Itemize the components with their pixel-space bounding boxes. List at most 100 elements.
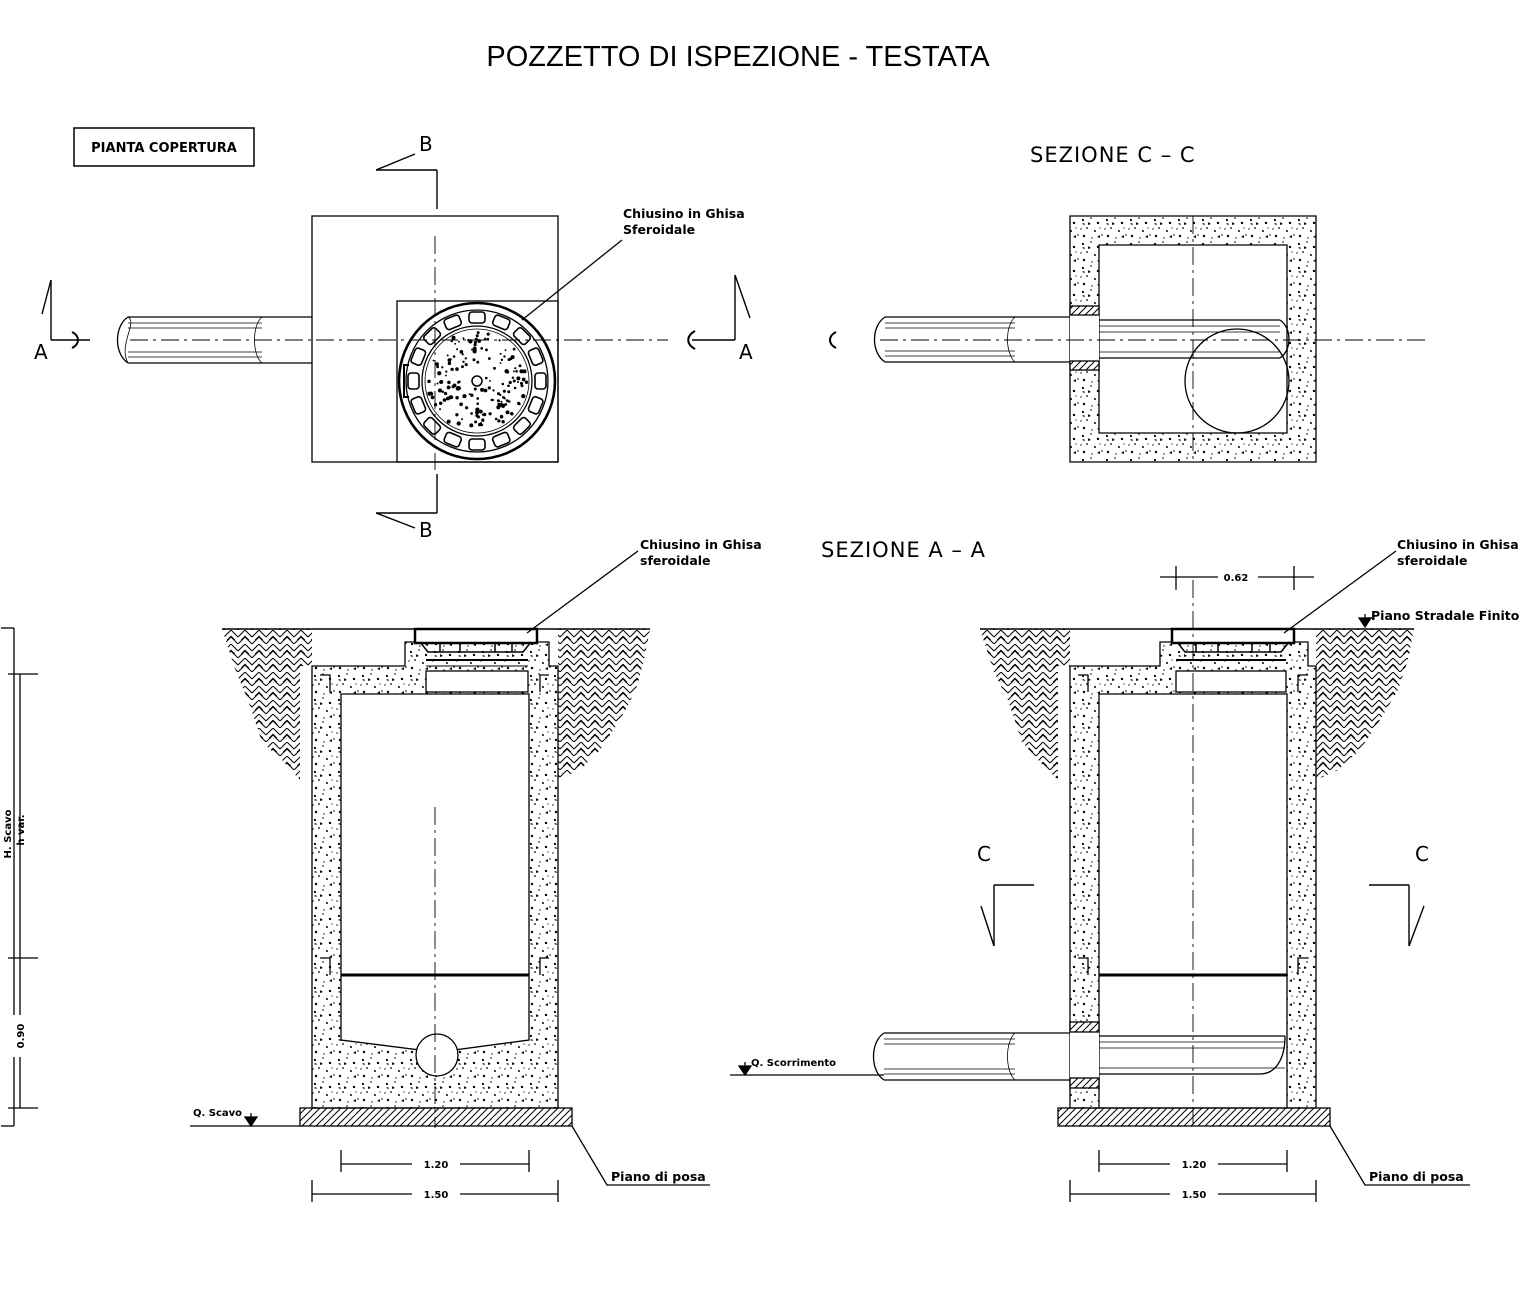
cover-texture-dot (433, 403, 438, 407)
drawing-title: POZZETTO DI ISPEZIONE - TESTATA (486, 41, 990, 73)
section-bb-outlet-pipe (415, 1033, 459, 1077)
cover-texture-dot (438, 401, 443, 406)
cover-texture-dot (494, 417, 498, 421)
cover-texture-dot (472, 358, 476, 362)
section-marker-b-bottom (375, 474, 438, 529)
section-aa-title: SEZIONE A – A (821, 538, 986, 562)
cover-ring-slot (407, 372, 420, 390)
cover-texture-dot (507, 400, 510, 403)
section-aa-cover-note-line2: sferoidale (1397, 553, 1468, 568)
cover-texture-dot (464, 363, 468, 367)
cover-texture-dot (461, 365, 464, 369)
section-aa-dim-cover-label: 0.62 (1224, 573, 1249, 584)
cover-texture-dot (501, 419, 505, 424)
section-bb-laying-note: Piano di posa (611, 1169, 706, 1184)
cover-texture-dot (485, 348, 488, 352)
plan-manhole-cover (397, 301, 557, 461)
cover-texture-dot (519, 369, 524, 374)
section-bb-dim-inner-label: 1.20 (424, 1160, 449, 1171)
section-bb-manhole-cover (419, 641, 532, 653)
cover-texture-dot (480, 347, 484, 350)
cover-texture-dot (476, 397, 480, 400)
section-bb-dim-inner (340, 1150, 530, 1172)
cover-texture-dot (451, 335, 456, 340)
plan-label: PIANTA COPERTURA (91, 141, 237, 156)
cover-texture-dot (489, 379, 491, 382)
plan-cover-note-line1: Chiusino in Ghisa (623, 206, 745, 221)
cover-texture-dot (498, 339, 501, 342)
cover-texture-dot (492, 389, 495, 392)
section-aa-dim-cover (1160, 566, 1314, 590)
section-bb-view (1, 550, 710, 1202)
cover-texture-dot (457, 381, 460, 384)
cover-texture-dot (444, 391, 448, 396)
cover-texture-dot (469, 423, 474, 428)
section-marker-c-right (1369, 884, 1425, 947)
cover-texture-dot (488, 412, 492, 416)
cover-texture-dot (518, 364, 522, 368)
cover-texture-dot (473, 340, 477, 345)
section-bb-laying-leader (571, 1125, 710, 1186)
cover-texture-dot (430, 391, 433, 394)
cover-texture-dot (439, 380, 443, 384)
cover-ring-slot (410, 347, 427, 367)
cover-texture-dot (496, 399, 500, 403)
cover-texture-dot (490, 398, 494, 402)
cover-ring-slot (512, 416, 532, 436)
cover-texture-dot (455, 395, 459, 400)
cover-texture-dot (497, 402, 501, 406)
section-aa-view (730, 550, 1470, 1202)
cover-texture-dot (524, 380, 529, 384)
section-aa-inlet-pipe (872, 1032, 1286, 1081)
cover-texture-dot (465, 406, 469, 410)
cover-texture-dot (441, 390, 445, 394)
cover-ring-slot (410, 395, 427, 415)
section-marker-a-right (687, 274, 751, 350)
section-marker-b-top (375, 153, 438, 209)
cover-texture-dot (455, 367, 459, 371)
cover-texture-dot (475, 334, 479, 338)
section-cc-view (829, 215, 1426, 463)
cover-texture-dot (476, 331, 480, 335)
section-aa-dim-inner (1098, 1150, 1288, 1172)
section-bb-soil-right (558, 629, 650, 780)
section-bb-base-slab (299, 1107, 573, 1127)
cover-texture-dot (436, 365, 440, 369)
cover-texture-dot (445, 370, 448, 373)
cover-texture-dot (444, 374, 447, 377)
cover-texture-dot (462, 360, 465, 363)
section-aa-soil-right (1316, 629, 1414, 780)
cover-texture-dot (504, 402, 508, 406)
cover-texture-dot (516, 380, 520, 384)
section-bb-cover-note-line1: Chiusino in Ghisa (640, 537, 762, 552)
cover-texture-dot (514, 367, 517, 370)
cover-texture-dot (499, 362, 502, 364)
cover-texture-dot (437, 388, 443, 393)
cover-texture-dot (430, 395, 435, 400)
cover-texture-dot (507, 390, 511, 394)
cover-texture-dot (520, 384, 524, 388)
cover-texture-dot (446, 354, 449, 357)
cover-texture-dot (503, 397, 506, 400)
cover-ring-slot (534, 372, 547, 390)
cover-ring-slot (468, 311, 486, 324)
cover-texture-dot (487, 386, 491, 390)
section-aa-flow-label: Q. Scorrimento (751, 1058, 836, 1069)
cover-texture-dot (473, 387, 477, 391)
cover-texture-dot (499, 352, 502, 355)
cover-ring-slot (468, 438, 486, 451)
cut-label-a-right: A (739, 340, 753, 364)
cover-texture-dot (493, 366, 496, 370)
cover-texture-dot (437, 371, 442, 376)
cover-texture-dot (459, 402, 463, 407)
cover-texture-dot (471, 348, 473, 351)
cover-texture-dot (499, 414, 504, 419)
section-aa-base-slab (1057, 1107, 1331, 1127)
cover-texture-dot (518, 402, 521, 406)
cover-texture-dot (455, 413, 459, 417)
cover-texture-dot (442, 398, 447, 402)
cover-texture-dot (477, 422, 482, 427)
section-bb-dim-vertical (1, 627, 38, 1127)
section-aa-laying-note: Piano di posa (1369, 1169, 1464, 1184)
cover-texture-dot (449, 358, 452, 361)
